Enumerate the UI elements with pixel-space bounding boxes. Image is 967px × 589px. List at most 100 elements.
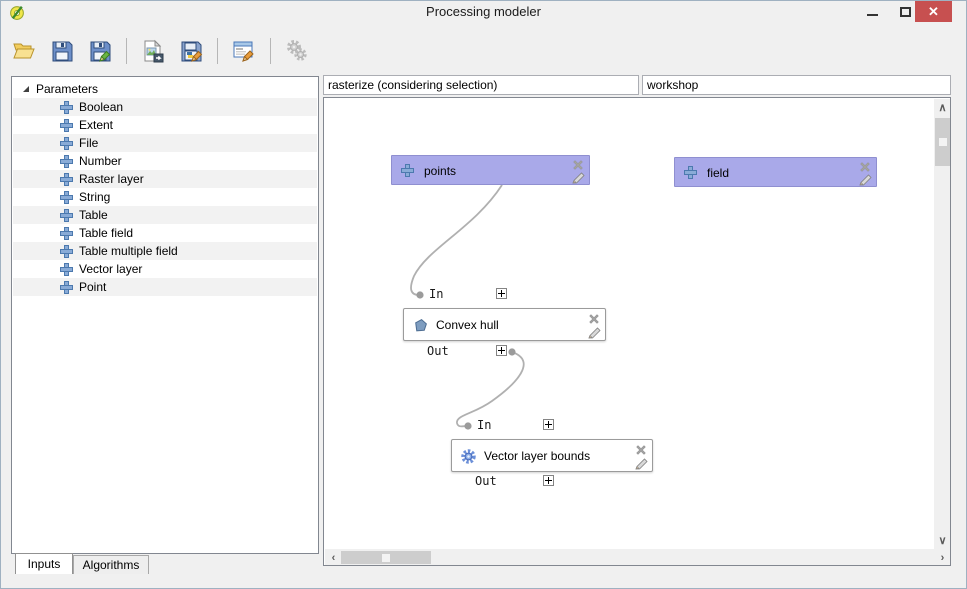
- export-image-icon: [144, 39, 164, 63]
- tab-algorithms[interactable]: Algorithms: [73, 555, 149, 574]
- expand-outputs-button[interactable]: [543, 475, 554, 486]
- convex-hull-icon: [415, 319, 427, 332]
- tree-item-point[interactable]: Point: [13, 278, 317, 296]
- in-port-label: In: [429, 287, 444, 301]
- tree-root-label: Parameters: [36, 82, 99, 96]
- scroll-right-button[interactable]: ›: [934, 549, 950, 565]
- edit-icon[interactable]: [858, 173, 872, 187]
- delete-icon[interactable]: [859, 161, 871, 173]
- tree-item-table-multiple-field[interactable]: Table multiple field: [13, 242, 317, 260]
- scroll-right-icon: ›: [940, 551, 945, 564]
- maximize-button[interactable]: [890, 1, 920, 23]
- horizontal-scrollbar[interactable]: ‹ ›: [325, 549, 950, 565]
- tree-item-table[interactable]: Table: [13, 206, 317, 224]
- toolbar-separator: [270, 38, 271, 64]
- input-box-points[interactable]: points: [391, 155, 590, 185]
- scroll-down-button[interactable]: ∨: [934, 532, 950, 549]
- save-model-as-button[interactable]: [85, 36, 115, 66]
- scroll-left-icon: ‹: [331, 551, 336, 564]
- algorithm-label: Vector layer bounds: [484, 449, 591, 463]
- add-parameter-icon: [60, 136, 73, 150]
- edit-model-help-button[interactable]: [229, 36, 259, 66]
- tree-item-raster-layer[interactable]: Raster layer: [13, 170, 317, 188]
- save-model-button[interactable]: [47, 36, 77, 66]
- connection-wires: [410, 184, 525, 430]
- in-port-dot: [416, 291, 424, 299]
- inputs-tree-panel: Parameters Boolean Extent File Number Ra…: [11, 76, 319, 554]
- parameter-plus-icon: [401, 164, 414, 177]
- edit-icon[interactable]: [571, 171, 585, 185]
- open-folder-icon: [13, 43, 35, 59]
- close-icon: ✕: [928, 3, 939, 19]
- edit-icon[interactable]: [634, 457, 648, 471]
- qgis-logo-icon: [10, 5, 24, 20]
- in-port-dot: [464, 422, 472, 430]
- run-model-gears-icon: [287, 40, 307, 61]
- add-parameter-icon: [60, 280, 73, 294]
- add-parameter-icon: [60, 208, 73, 222]
- export-as-python-button[interactable]: [176, 36, 206, 66]
- model-group-input[interactable]: [642, 75, 951, 95]
- expand-inputs-button[interactable]: [496, 288, 507, 299]
- input-label: points: [424, 164, 457, 178]
- input-box-field[interactable]: field: [674, 157, 877, 187]
- scroll-down-icon: ∨: [938, 535, 947, 547]
- tree-item-parameters[interactable]: Parameters: [13, 80, 317, 98]
- parameter-plus-icon: [684, 166, 697, 179]
- tree-item-file[interactable]: File: [13, 134, 317, 152]
- export-as-image-button[interactable]: [138, 36, 168, 66]
- tree-item-table-field[interactable]: Table field: [13, 224, 317, 242]
- minimize-icon: [866, 14, 878, 16]
- model-canvas[interactable]: points field In Convex hull Out In: [323, 97, 951, 566]
- vertical-scrollbar-thumb[interactable]: [935, 118, 950, 166]
- delete-icon[interactable]: [588, 313, 600, 325]
- open-model-button[interactable]: [9, 36, 39, 66]
- add-parameter-icon: [60, 226, 73, 240]
- export-python-icon: [181, 41, 203, 62]
- scroll-up-button[interactable]: ∧: [934, 99, 950, 116]
- in-port-label: In: [477, 418, 492, 432]
- close-button[interactable]: ✕: [915, 1, 952, 22]
- scroll-left-button[interactable]: ‹: [325, 549, 342, 565]
- tab-inputs[interactable]: Inputs: [15, 553, 73, 574]
- run-model-button[interactable]: [282, 36, 312, 66]
- edit-icon[interactable]: [587, 326, 601, 340]
- tree-item-extent[interactable]: Extent: [13, 116, 317, 134]
- add-parameter-icon: [60, 154, 73, 168]
- add-parameter-icon: [60, 100, 73, 114]
- out-port-dot: [508, 348, 516, 356]
- scrollbar-grip: [382, 553, 390, 562]
- vertical-scrollbar[interactable]: ∧ ∨: [934, 99, 950, 549]
- input-label: field: [707, 166, 730, 180]
- minimize-button[interactable]: [857, 1, 887, 23]
- toolbar-separator: [217, 38, 218, 64]
- out-port-label: Out: [475, 474, 497, 488]
- add-parameter-icon: [60, 118, 73, 132]
- scroll-up-icon: ∧: [938, 102, 947, 114]
- delete-icon[interactable]: [635, 444, 647, 456]
- title-bar[interactable]: Processing modeler ✕: [1, 1, 966, 23]
- algorithm-box-convex-hull[interactable]: Convex hull: [403, 308, 606, 341]
- save-icon: [52, 41, 73, 62]
- algorithm-box-vector-layer-bounds[interactable]: Vector layer bounds: [451, 439, 653, 472]
- tree-item-vector-layer[interactable]: Vector layer: [13, 260, 317, 278]
- horizontal-scrollbar-thumb[interactable]: [341, 551, 431, 564]
- toolbar-separator: [126, 38, 127, 64]
- add-parameter-icon: [60, 172, 73, 186]
- maximize-icon: [899, 7, 911, 17]
- toolbar: [9, 33, 312, 69]
- scrollbar-grip: [938, 138, 947, 146]
- out-port-label: Out: [427, 344, 449, 358]
- tree-item-number[interactable]: Number: [13, 152, 317, 170]
- expand-outputs-button[interactable]: [496, 345, 507, 356]
- save-as-icon: [90, 41, 111, 62]
- tree-item-boolean[interactable]: Boolean: [13, 98, 317, 116]
- add-parameter-icon: [60, 190, 73, 204]
- expand-inputs-button[interactable]: [543, 419, 554, 430]
- model-name-input[interactable]: [323, 75, 639, 95]
- delete-icon[interactable]: [572, 159, 584, 171]
- expand-triangle-icon[interactable]: [23, 86, 29, 92]
- window-title: Processing modeler: [426, 4, 541, 19]
- tree-item-string[interactable]: String: [13, 188, 317, 206]
